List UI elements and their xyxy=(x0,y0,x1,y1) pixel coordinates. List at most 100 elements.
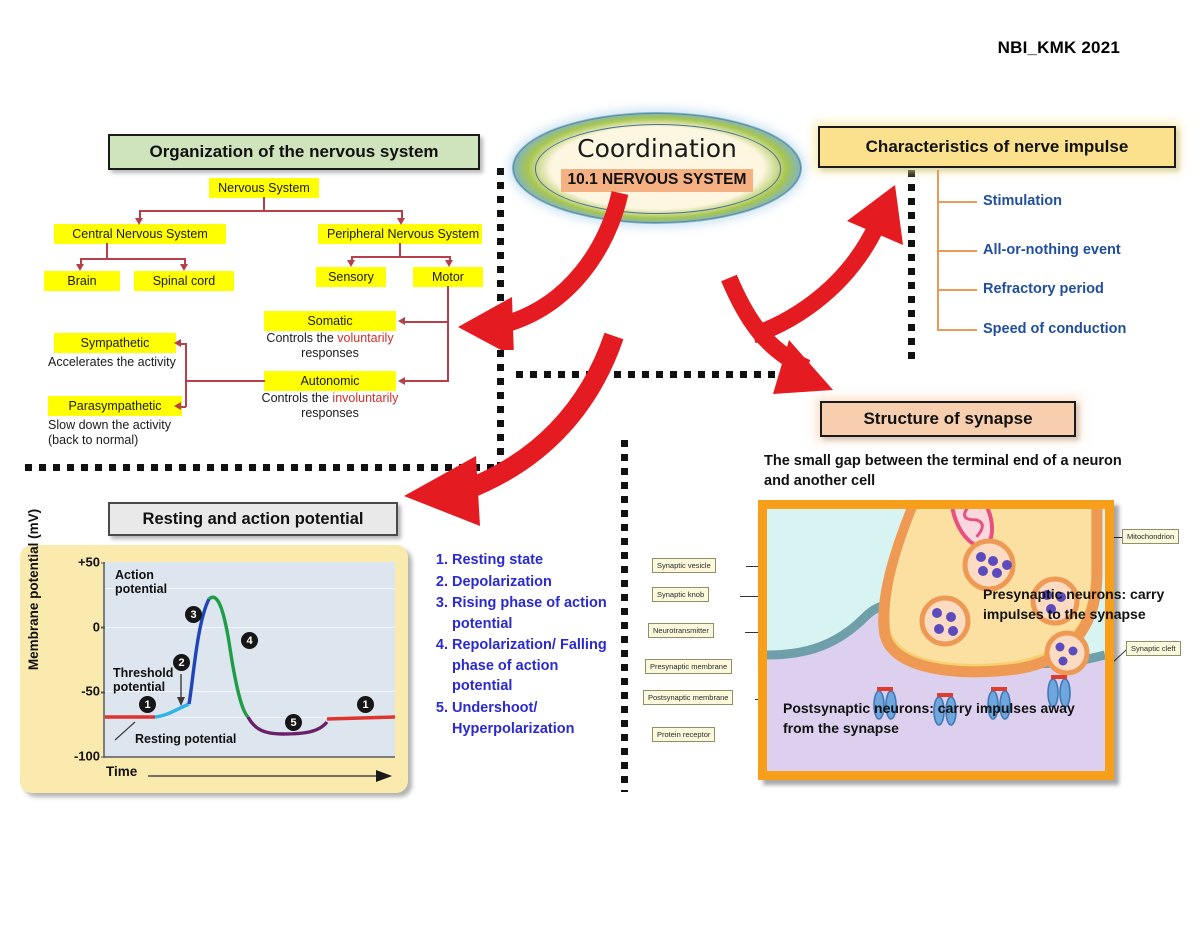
oval-outer-outline xyxy=(513,113,801,223)
arrowhead-spinal xyxy=(180,264,188,271)
connector-motor-somatic xyxy=(404,321,449,323)
connector-root-down xyxy=(263,197,265,211)
synapse-label-protein-receptor: Protein receptor xyxy=(652,727,716,742)
divider-vertical-center xyxy=(621,440,628,792)
overlay-presynaptic-line1: Presynaptic neurons: carry xyxy=(983,586,1165,602)
stage-item-2: Depolarization xyxy=(452,572,610,593)
arrowhead-cns xyxy=(135,218,143,225)
divider-horizontal-left xyxy=(25,464,501,471)
caption-autonomic-post: responses xyxy=(301,406,359,421)
document-watermark: NBI_KMK 2021 xyxy=(997,38,1120,57)
caption-autonomic: Controls the involuntarily responses xyxy=(248,391,412,422)
action-potential-panel-title: Resting and action potential xyxy=(108,502,398,536)
characteristic-item-all-or-nothing: All-or-nothing event xyxy=(983,242,1121,258)
y-tick-neg100: -100 xyxy=(73,748,106,764)
flow-node-cns: Central Nervous System xyxy=(54,224,226,244)
flow-node-autonomic: Autonomic xyxy=(264,371,396,391)
central-subtitle: 10.1 NERVOUS SYSTEM xyxy=(560,169,754,192)
annotation-ap-line2: potential xyxy=(115,582,168,597)
characteristics-tick-3 xyxy=(937,329,977,331)
annotation-threshold-potential: Threshold potential xyxy=(113,666,173,695)
arrowhead-pns xyxy=(397,218,405,225)
synapse-caption-line1: The small gap between the terminal end o… xyxy=(764,453,1069,469)
arrow-to-action-potential xyxy=(404,332,624,526)
stage-item-3: Rising phase of action potential xyxy=(452,593,610,634)
flow-node-pns: Peripheral Nervous System xyxy=(318,224,482,244)
overlay-presynaptic-line2: impulses to the synapse xyxy=(983,606,1146,623)
annotation-threshold-line1: Threshold xyxy=(113,666,174,680)
synapse-panel-title: Structure of synapse xyxy=(820,401,1076,437)
x-axis-label: Time xyxy=(106,764,137,779)
caption-somatic-post: responses xyxy=(301,346,359,361)
synapse-label-synaptic-vesicle: Synaptic vesicle xyxy=(652,558,716,573)
arrowhead-somatic xyxy=(398,317,405,325)
caption-parasympathetic-line1: Slow down the activity xyxy=(48,418,171,432)
synapse-caption: The small gap between the terminal end o… xyxy=(764,452,1134,491)
overlay-postsynaptic-line1: Postsynaptic neurons: carry impulses awa… xyxy=(783,700,1075,716)
synapse-label-presynaptic-membrane: Presynaptic membrane xyxy=(645,659,733,674)
connector-motor-down xyxy=(447,286,449,380)
arrowhead-sensory xyxy=(347,260,355,267)
characteristics-tick-1 xyxy=(937,250,977,252)
arrowhead-autonomic xyxy=(398,377,405,385)
stage-marker-2: 2 xyxy=(173,654,190,671)
flow-node-sensory: Sensory xyxy=(316,267,386,287)
stage-marker-1-end: 1 xyxy=(357,696,374,713)
central-subtitle-wrap: 10.1 NERVOUS SYSTEM xyxy=(512,169,802,192)
arrowhead-motor xyxy=(445,260,453,267)
synapse-label-mitochondrion: Mitochondrion xyxy=(1122,529,1180,544)
action-potential-curve xyxy=(105,595,395,741)
caption-parasympathetic: Slow down the activity (back to normal) xyxy=(48,418,228,449)
y-axis-label: Membrane potential (mV) xyxy=(26,509,41,670)
connector-to-sensory xyxy=(351,256,353,262)
synapse-overlay-presynaptic: Presynaptic neurons: carry impulses to t… xyxy=(983,584,1188,625)
connector-to-parasympathetic xyxy=(180,406,186,408)
arrow-to-synapse xyxy=(721,274,833,394)
stage-item-4: Repolarization/ Falling phase of action … xyxy=(452,635,610,697)
caption-autonomic-pre: Controls the xyxy=(261,391,333,405)
caption-somatic: Controls the voluntarily responses xyxy=(252,331,408,362)
synapse-overlay-postsynaptic: Postsynaptic neurons: carry impulses awa… xyxy=(783,698,1093,739)
connector-to-sympathetic xyxy=(180,343,186,345)
y-tick-neg50: -50 xyxy=(81,683,105,699)
synapse-label-synaptic-cleft: Synaptic cleft xyxy=(1126,641,1181,656)
connector-pns-down xyxy=(399,243,401,257)
flow-node-motor: Motor xyxy=(413,267,483,287)
synapse-diagram xyxy=(758,500,1114,780)
connector-autonomic-left xyxy=(185,380,265,382)
action-potential-stage-list: Resting state Depolarization Rising phas… xyxy=(430,550,610,740)
annotation-ap-line1: Action xyxy=(115,568,154,582)
connector-autonomic-split xyxy=(185,343,187,407)
characteristics-panel-title: Characteristics of nerve impulse xyxy=(818,126,1176,168)
annotation-resting-potential: Resting potential xyxy=(135,732,237,746)
gridline-3 xyxy=(105,691,395,692)
characteristic-item-speed-of-conduction: Speed of conduction xyxy=(983,321,1127,337)
divider-vertical-left xyxy=(497,168,504,468)
stage-marker-1: 1 xyxy=(139,696,156,713)
synapse-label-postsynaptic-membrane: Postsynaptic membrane xyxy=(643,690,734,705)
caption-somatic-emphasis: voluntarily xyxy=(337,331,394,345)
action-potential-plot-area: +50 0 -50 -100 Action potential xyxy=(74,555,395,764)
annotation-action-potential: Action potential xyxy=(115,568,167,597)
stage-item-5: Undershoot/ Hyperpolarization xyxy=(452,698,610,739)
characteristics-tick-0 xyxy=(937,201,977,203)
caption-somatic-pre: Controls the xyxy=(266,331,338,345)
characteristics-tick-2 xyxy=(937,289,977,291)
divider-horizontal-mid xyxy=(516,371,808,378)
flow-node-parasympathetic: Parasympathetic xyxy=(48,396,182,416)
stage-marker-4: 4 xyxy=(241,632,258,649)
x-axis-label-text: Time xyxy=(106,764,138,779)
divider-vertical-right xyxy=(908,170,915,360)
central-topic-oval: Coordination 10.1 NERVOUS SYSTEM xyxy=(512,112,802,224)
flow-node-sympathetic: Sympathetic xyxy=(54,333,176,353)
oval-inner-outline xyxy=(535,124,781,214)
gridline-1 xyxy=(105,588,395,589)
characteristic-item-refractory-period: Refractory period xyxy=(983,281,1104,297)
connector-to-cns xyxy=(139,210,141,220)
action-potential-card: Membrane potential (mV) +50 0 -50 -100 xyxy=(20,509,408,793)
characteristic-item-stimulation: Stimulation xyxy=(983,193,1062,209)
annotation-threshold-line2: potential xyxy=(113,680,166,695)
caption-sympathetic: Accelerates the activity xyxy=(48,355,176,369)
stage-marker-3: 3 xyxy=(185,606,202,623)
connector-to-spinal xyxy=(184,258,186,266)
